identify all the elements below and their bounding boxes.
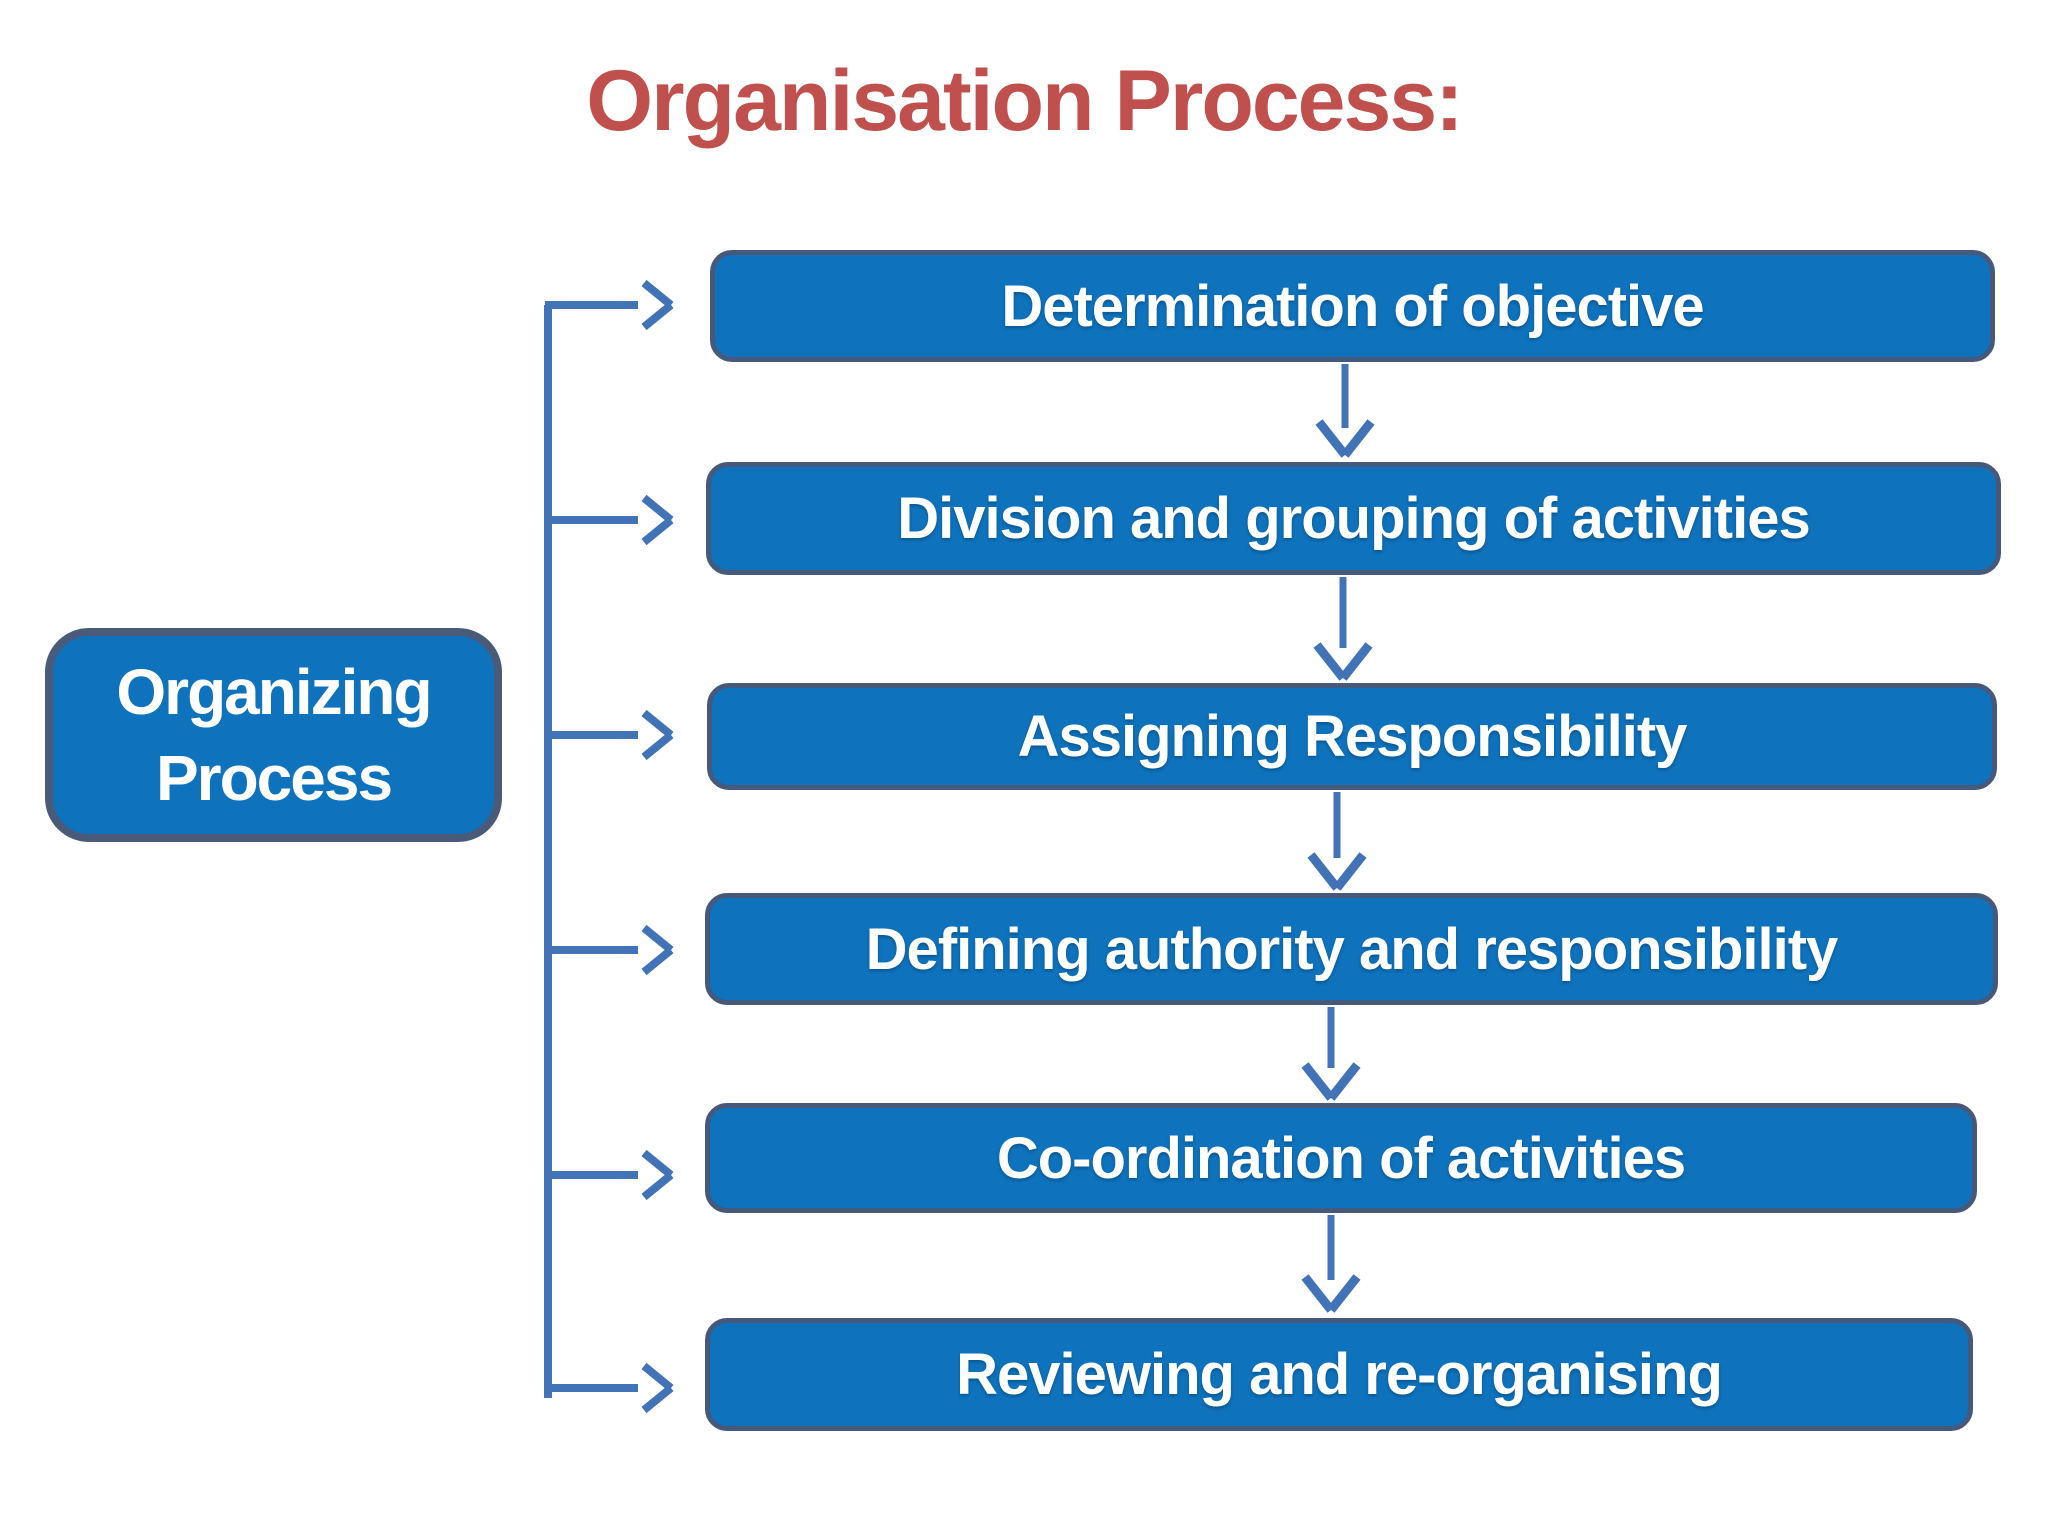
branch-arrow-6 bbox=[545, 1362, 674, 1414]
step-box-defining-authority: Defining authority and responsibility bbox=[705, 893, 1998, 1005]
branch-arrow-3 bbox=[545, 709, 674, 761]
down-arrow-2 bbox=[1313, 577, 1373, 681]
organizing-process-box: Organizing Process bbox=[45, 628, 502, 842]
page-title: Organisation Process: bbox=[586, 53, 1464, 149]
step-box-determination-of-objective: Determination of objective bbox=[710, 250, 1995, 362]
branch-arrow-2 bbox=[545, 494, 674, 546]
down-arrow-3 bbox=[1307, 792, 1367, 891]
step-box-coordination-of-activities: Co-ordination of activities bbox=[705, 1103, 1977, 1213]
step-box-reviewing-reorganising: Reviewing and re-organising bbox=[705, 1318, 1973, 1431]
step-box-assigning-responsibility: Assigning Responsibility bbox=[707, 683, 1997, 790]
down-arrow-4 bbox=[1301, 1007, 1361, 1101]
branch-arrow-4 bbox=[545, 924, 674, 976]
down-arrow-5 bbox=[1301, 1215, 1361, 1313]
step-box-division-and-grouping: Division and grouping of activities bbox=[706, 462, 2001, 575]
down-arrow-1 bbox=[1315, 364, 1375, 458]
branch-arrow-5 bbox=[545, 1149, 674, 1201]
branch-arrow-1 bbox=[545, 279, 674, 331]
